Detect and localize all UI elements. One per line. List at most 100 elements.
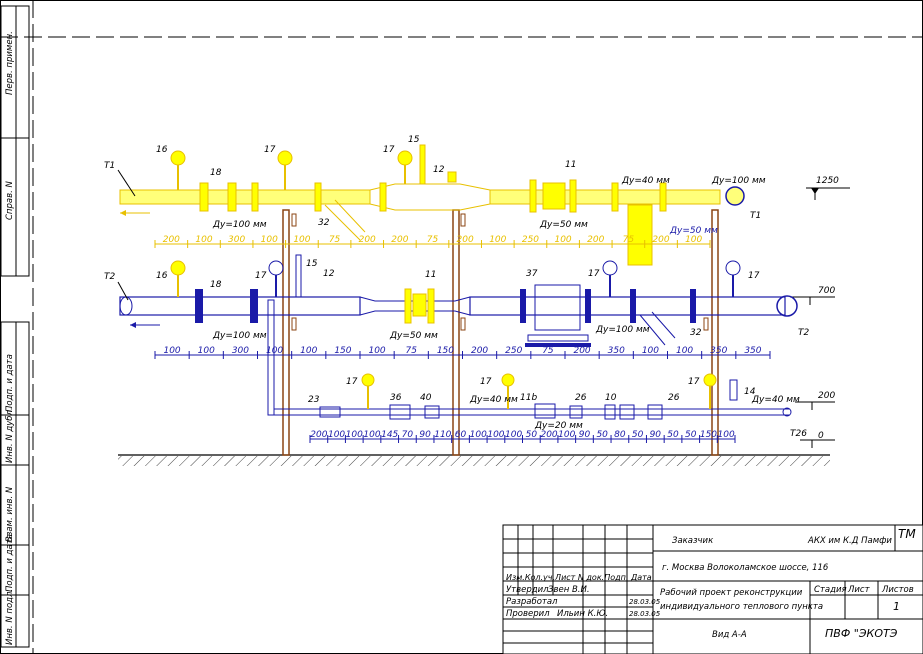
dimension-label: 100 [266, 346, 283, 356]
tb-address: г. Москва Волоколамское шоссе, 116 [662, 563, 829, 573]
dimension-label: 200 [587, 235, 604, 245]
t2-callout: 17 [748, 271, 760, 281]
tb-approved-name: Звен В.И. [548, 585, 590, 595]
t2-callout: 12 [323, 269, 335, 279]
dimension-label: 75 [542, 346, 554, 356]
t2-du100-right: Ду=100 мм [595, 325, 650, 335]
t26-callout: 17 [480, 377, 492, 387]
level-0: 0 [818, 431, 824, 441]
t2-callout: 15 [306, 259, 318, 269]
tb-checked-name: Ильин К.Ю. [557, 609, 608, 619]
dimension-label: 200 [457, 235, 474, 245]
t26-du40-right: Ду=40 мм [751, 395, 800, 405]
stamp-sprav-n: Справ. N [5, 180, 15, 220]
t1-callout: 11 [565, 160, 576, 170]
dimension-label: 100 [470, 430, 487, 440]
dimension-label: 150 [334, 346, 351, 356]
dimension-label: 50 [667, 430, 679, 440]
dimension-label: 60 [455, 430, 467, 440]
t26-callout: 11b [520, 393, 537, 403]
dimension-label: 100 [363, 430, 380, 440]
t2-callout: 11 [425, 270, 436, 280]
t1-callout: 16 [156, 145, 168, 155]
ground-floor [118, 454, 830, 466]
tb-customer-label: Заказчик [672, 536, 714, 546]
tb-project-line2: индивидуального теплового пункта [660, 602, 823, 612]
dimension-label: 100 [558, 430, 575, 440]
t26-callout: 36 [390, 393, 402, 403]
t1-du100-left: Ду=100 мм [212, 220, 267, 230]
t26-callout: 26 [668, 393, 680, 403]
dimension-label: 200 [310, 430, 327, 440]
dimension-label: 100 [554, 235, 571, 245]
t2-end-label: T2 [798, 328, 809, 338]
pipe-supports [282, 209, 719, 456]
stamp-perv-primen: Перв. примен. [5, 31, 15, 95]
t1-callout: 15 [408, 135, 420, 145]
dimension-label: 200 [540, 430, 557, 440]
tb-sheet-label: Лист [847, 585, 871, 595]
tb-checked-date: 28.03.05 [629, 610, 661, 618]
t1-callouts: 16 18 17 32 17 15 12 11 [156, 135, 576, 228]
tb-view: Вид А-А [712, 630, 747, 640]
tb-approved-label: Утвердил [506, 585, 549, 595]
dimension-label: 300 [232, 346, 249, 356]
t2-callouts: 16 18 17 15 12 11 37 17 17 32 [156, 259, 760, 338]
dimension-label: 250 [522, 235, 539, 245]
t1-end-label: T1 [750, 211, 761, 221]
t1-du100: Ду=100 мм [711, 176, 766, 186]
dimension-label: 110 [434, 430, 451, 440]
tb-sheet-num: 1 [893, 600, 900, 613]
dimension-label: 90 [579, 430, 591, 440]
t1-du50: Ду=50 мм [669, 226, 718, 236]
tb-developed-label: Разработал [506, 597, 558, 607]
tb-customer: АКХ им К.Д Памфи [807, 536, 892, 546]
tb-headers: Изм.Кол.уч.Лист N док.Подп. Дата [506, 573, 652, 582]
dimension-label: 100 [489, 235, 506, 245]
t26-callout: 17 [688, 377, 700, 387]
title-block: Заказчик АКХ им К.Д Памфи ТМ г. Москва В… [502, 524, 923, 654]
t1-callout: 17 [383, 145, 395, 155]
dimension-label: 200 [471, 346, 488, 356]
level-marks: 1250 700 200 0 [790, 176, 850, 448]
dimension-label: 75 [427, 235, 439, 245]
dimension-label: 100 [685, 235, 702, 245]
dimension-label: 50 [632, 430, 644, 440]
t26-du20: Ду=20 мм [534, 421, 583, 431]
level-200: 200 [818, 391, 835, 401]
t26-callout: 10 [605, 393, 617, 403]
level-1250: 1250 [816, 176, 839, 186]
dimension-label: 50 [685, 430, 697, 440]
t26-callout: 14 [744, 387, 756, 397]
t26-callout: 40 [420, 393, 432, 403]
stamp-vzam-inv: Взам. инв. N [5, 486, 15, 542]
t1-callout: 12 [433, 165, 445, 175]
t26-pipeline [267, 373, 792, 420]
stamp-podp-data-2: Подп. и дата [5, 534, 15, 592]
dimension-label: 100 [642, 346, 659, 356]
dimension-label: 75 [406, 346, 418, 356]
dimension-label: 100 [718, 430, 735, 440]
t26-label: T26 [790, 429, 807, 439]
dimension-label: 250 [505, 346, 522, 356]
dimension-label: 145 [381, 430, 398, 440]
t1-gauges [170, 144, 457, 190]
dimension-label: 100 [198, 346, 215, 356]
t26-du40: Ду=40 мм [469, 395, 518, 405]
dimension-label: 100 [676, 346, 693, 356]
dimension-label: 200 [391, 235, 408, 245]
dimension-label: 75 [623, 235, 635, 245]
t2-callout: 32 [690, 328, 702, 338]
dimension-label: 100 [328, 430, 345, 440]
dimension-label: 100 [368, 346, 385, 356]
dimension-label: 100 [293, 235, 310, 245]
t1-callout: 17 [264, 145, 276, 155]
dimension-label: 200 [652, 235, 669, 245]
t1-pipeline [119, 179, 745, 266]
dimension-label: 200 [163, 235, 180, 245]
tb-sheet-code: ТМ [898, 527, 916, 541]
t26-callouts: 23 17 36 40 17 11b 26 10 26 17 14 [308, 377, 756, 405]
level-700: 700 [818, 286, 835, 296]
